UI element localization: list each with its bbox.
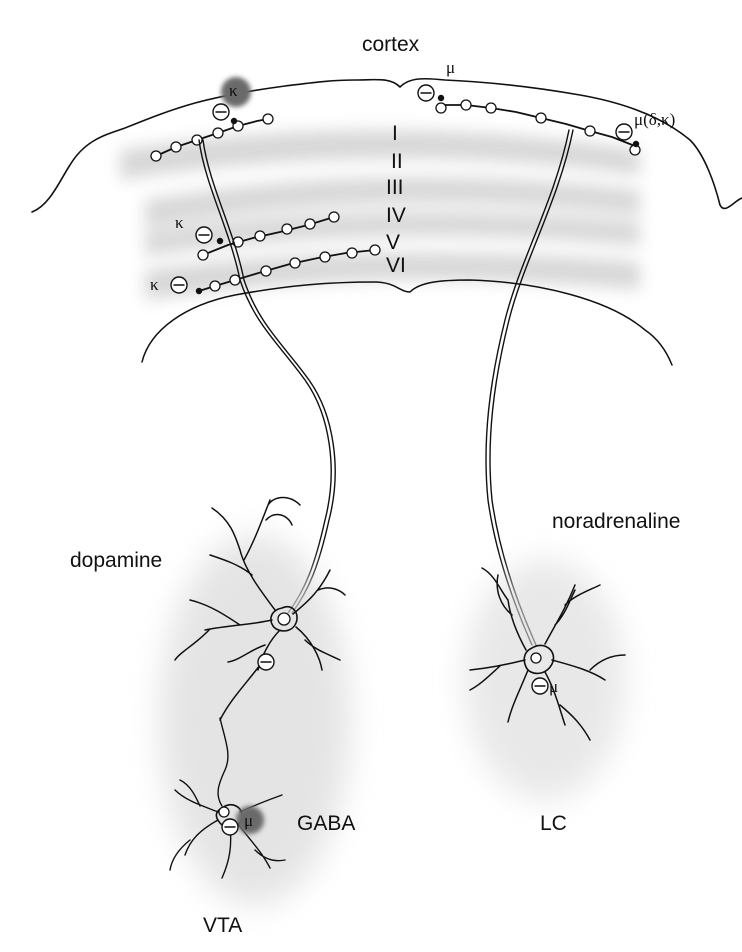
noradrenaline-label: noradrenaline: [552, 510, 680, 533]
inhibitory-synapse-layer-vi: [171, 277, 187, 293]
layer-label-iv: IV: [386, 204, 406, 227]
vta-label: VTA: [203, 914, 242, 937]
layer-label-v: V: [386, 231, 400, 254]
inhibitory-synapse-right: [616, 124, 632, 140]
receptor-label-kappa-layer-vi: κ: [150, 275, 159, 294]
layer-label-vi: VI: [386, 254, 406, 277]
inhibitory-synapse-layer-v: [196, 227, 212, 243]
lc-label: LC: [540, 812, 567, 835]
receptor-label-kappa-layer-v: κ: [175, 213, 184, 232]
layer-label-i: I: [392, 122, 398, 145]
receptor-label-kappa-top: κ: [229, 81, 238, 100]
dopamine-label: dopamine: [70, 549, 162, 572]
receptor-label-mu-lc: μ: [549, 677, 558, 696]
layer-label-iii: III: [386, 176, 404, 199]
layer-label-ii: II: [391, 150, 403, 173]
gaba-label: GABA: [297, 812, 355, 835]
receptor-label-mu-delta-kappa: μ(δ,κ): [634, 110, 675, 129]
receptor-label-mu-top: μ: [446, 58, 455, 77]
cortical-layer-bands: [120, 130, 640, 300]
dopamine-neuron-nucleus: [278, 613, 290, 625]
cortex-label: cortex: [362, 33, 420, 56]
inhibitory-synapse-top-right: [418, 85, 434, 101]
inhibitory-synapse-top-left: [213, 104, 229, 120]
receptor-label-mu-gaba: μ: [244, 811, 253, 830]
white-matter-boundary: [142, 280, 672, 365]
